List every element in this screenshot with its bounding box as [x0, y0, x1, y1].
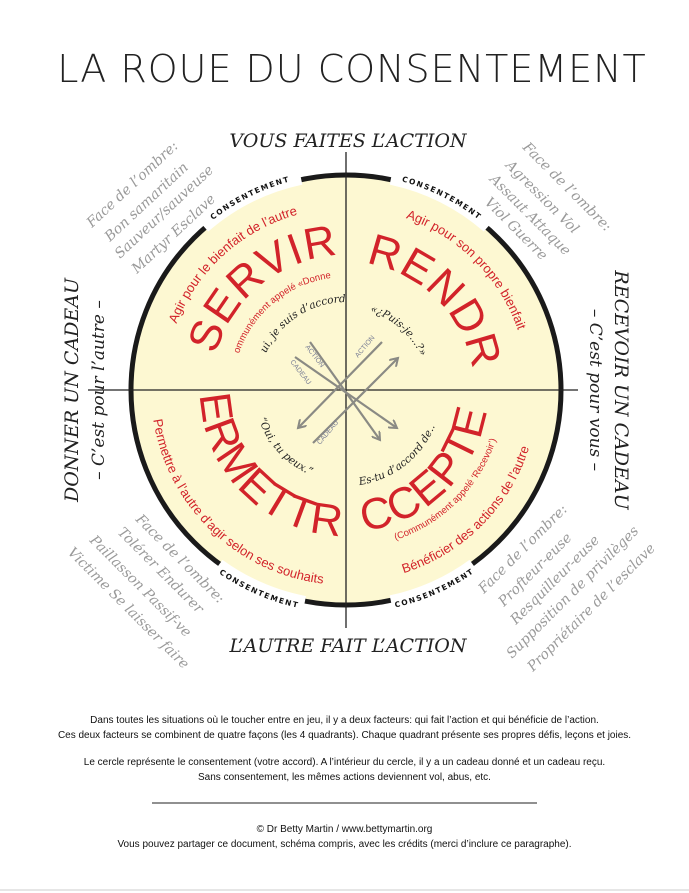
- credits: © Dr Betty Martin / www.bettymartin.org …: [0, 822, 689, 852]
- explanation-paragraph-2: Le cercle représente le consentement (vo…: [0, 755, 689, 785]
- text-line: Dans toutes les situations où le toucher…: [90, 715, 599, 726]
- axis-top-label: VOUS FAITES L’ACTION: [229, 130, 468, 152]
- text-line: Le cercle représente le consentement (vo…: [83, 757, 606, 768]
- text-line: Sans consentement, les mêmes actions dev…: [198, 772, 491, 783]
- action-gift-arrows: [294, 341, 398, 444]
- axis-right-sublabel: – C’est pour vous –: [585, 309, 605, 471]
- axis-left-label: DONNER UN CADEAU: [61, 277, 83, 503]
- credit-line: © Dr Betty Martin / www.bettymartin.org: [256, 824, 433, 835]
- axis-bottom-label: L’AUTRE FAIT L’ACTION: [229, 635, 468, 657]
- text-line: Ces deux facteurs se combinent de quatre…: [57, 730, 632, 741]
- page-title: LA ROUE DU CONSENTEMENT: [57, 47, 647, 91]
- gift-arrow: [294, 356, 397, 428]
- explanation-paragraph-1: Dans toutes les situations où le toucher…: [0, 713, 689, 743]
- action-arrow: [298, 341, 383, 428]
- axis-right-label: RECEVOIR UN CADEAU: [610, 269, 632, 510]
- gift-arrow: [312, 358, 398, 444]
- axis-left-sublabel: – C’est pour l’autre –: [89, 300, 109, 480]
- share-notice: Vous pouvez partager ce document, schéma…: [117, 839, 572, 850]
